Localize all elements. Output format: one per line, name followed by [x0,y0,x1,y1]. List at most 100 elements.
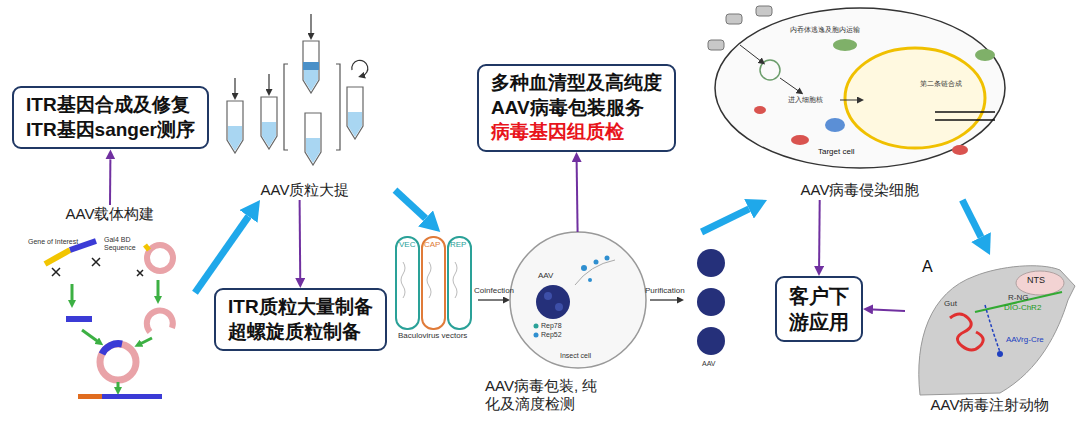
flow-arrow [962,200,981,237]
illustration-part [791,135,809,145]
vector-construction-figure [45,241,173,399]
box-text: 客户下 游应用 [789,283,849,335]
figure-label: Insect cell [560,352,591,360]
illustration-part [754,106,766,114]
illustration-part [760,60,780,80]
illustration-part [534,324,539,329]
figure-label: Rep78 [541,322,562,330]
illustration-part [975,49,995,61]
illustration-part [478,299,506,300]
illustration-part [227,101,243,153]
illustration-part [396,237,419,329]
illustration-part [952,145,968,155]
illustration-part [448,237,471,329]
figure-label: Gut [944,300,957,309]
figure-caption: AAV载体构建 [25,205,195,224]
illustration-part [555,303,563,311]
figure-label: CAP [424,241,440,250]
illustration-part [845,48,985,148]
figure-caption: AAV病毒包装, 纯化及滴度检测 [485,377,603,415]
box-text: ITR基因合成及修复 [26,93,195,118]
box-text: 多种血清型及高纯度 [491,71,662,96]
figure-label: R-NG [1008,294,1028,303]
illustration-part [919,266,1075,395]
illustration-part [100,344,136,380]
illustration-part [534,333,539,338]
illustration-part [544,292,552,300]
figure-panel: AAV病毒侵染细胞 [705,3,1015,200]
illustration-part [575,260,615,285]
illustration-part [310,14,311,36]
figure-label: AAV [538,272,553,281]
figure-label: 内吞体逃逸及胞内运输 [790,26,860,34]
packaging-figure [396,232,725,368]
figure-caption: AAV病毒侵染细胞 [705,181,1015,200]
figure-label: Baculovirus vectors [398,332,467,341]
box-text: 超螺旋质粒制备 [228,320,373,345]
illustration-part [780,78,800,92]
box-text: ITR基因sanger测序 [26,118,195,143]
illustration-part [594,260,599,265]
illustration-part [268,74,269,92]
figure-label: NTS [1027,276,1045,286]
illustration-part [697,249,725,277]
process-box: ITR基因合成及修复ITR基因sanger测序 [12,86,209,149]
box-text: AAV病毒包装服务 [491,96,662,121]
figure-label: Rep52 [541,331,562,339]
infection-figure [708,6,1005,168]
illustration-part [138,338,152,345]
flow-arrow [195,216,249,292]
figure-panel: AAV质粒大提 [215,3,395,200]
figure-label: Target cell [818,148,854,157]
illustration-part [71,284,74,304]
illustration-part [510,232,646,368]
figure-panel: AAV病毒注射动物 [905,255,1075,415]
illustration-part [1016,271,1064,295]
illustration-part [605,256,610,261]
mouse-figure [919,266,1075,395]
box-text: ITR质粒大量制备 [228,295,373,320]
illustration-part [985,305,1000,352]
illustration-part [697,288,725,316]
process-box: ITR质粒大量制备超螺旋质粒制备 [214,288,387,351]
figure-label: Purification [645,287,685,296]
illustration-part [756,6,772,16]
illustration-part [697,327,725,355]
illustration-part [347,87,363,139]
figure-label: DIO-ChR2 [1004,304,1041,313]
illustration-part [157,280,160,300]
branch-arrow [873,309,905,311]
illustration-part [45,250,70,264]
illustration-part [401,262,457,298]
illustration-part [117,382,120,391]
illustration-part [284,64,340,150]
illustration-part [102,344,122,354]
illustration-part [147,245,173,271]
process-box: 客户下 游应用 [775,276,863,342]
illustration-part [825,118,845,132]
illustration-part [145,245,149,250]
box-text: 病毒基因组质检 [491,120,662,145]
figure-label: AAV [702,360,716,368]
illustration-part [935,112,995,120]
illustration-part [708,40,724,50]
illustration-part [581,265,587,271]
illustration-part [588,278,592,282]
illustration-part [422,237,445,329]
plasmid-prep-figure [227,14,368,165]
figure-panel: AAV病毒包装, 纯化及滴度检测 [390,232,725,414]
branch-arrow [818,200,821,266]
illustration-part [833,39,857,51]
illustration-part [536,285,570,319]
figure-caption: AAV病毒注射动物 [905,396,1075,415]
branch-arrow [109,159,111,205]
flow-arrow [395,190,426,218]
illustration-part [950,314,983,350]
figure-label: 第二条链合成 [920,80,962,88]
illustration-part [650,299,680,300]
figure-label: A [922,258,933,276]
flow-arrow [702,209,749,232]
